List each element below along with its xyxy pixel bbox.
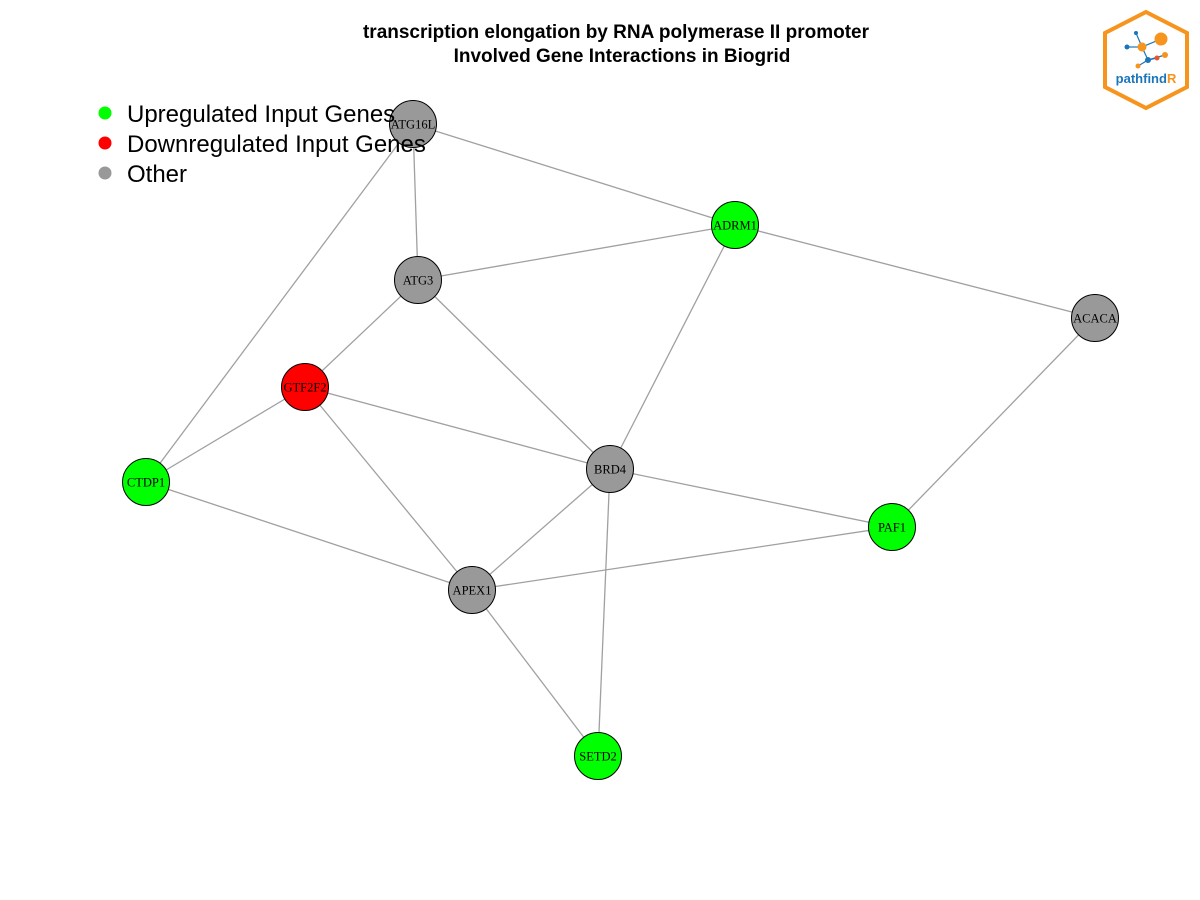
node-label-apex1: APEX1 — [453, 584, 492, 598]
edge-apex1-setd2 — [471, 589, 599, 757]
node-circle-setd2 — [574, 732, 622, 780]
legend-dot-up — [98, 106, 112, 120]
node-circle-atg16l1 — [389, 100, 437, 148]
legend: Upregulated Input Genes Downregulated In… — [98, 101, 426, 188]
node-circle-acaca — [1071, 294, 1119, 342]
node-label-brd4: BRD4 — [594, 463, 627, 477]
legend-item-other: Other — [98, 161, 187, 188]
logo-text: pathfindR — [1116, 71, 1177, 86]
node-paf1: PAF1 — [868, 503, 916, 551]
node-setd2: SETD2 — [574, 732, 622, 780]
node-circle-atg3 — [394, 256, 442, 304]
node-acaca: ACACA — [1071, 294, 1119, 342]
edge-brd4-setd2 — [597, 468, 611, 757]
edge-ctdp1-apex1 — [145, 481, 473, 591]
diagram-title-line2: Involved Gene Interactions in Biogrid — [454, 46, 791, 67]
node-adrm1: ADRM1 — [711, 201, 759, 249]
legend-label-up: Upregulated Input Genes — [127, 101, 395, 128]
legend-label-down: Downregulated Input Genes — [127, 131, 426, 158]
node-label-paf1: PAF1 — [878, 521, 906, 535]
edge-brd4-apex1 — [471, 468, 611, 591]
logo-text-accent: R — [1167, 71, 1177, 86]
logo-network-icon — [1124, 31, 1168, 69]
legend-item-down: Downregulated Input Genes — [98, 131, 426, 158]
edge-adrm1-brd4 — [609, 224, 736, 470]
node-label-atg3: ATG3 — [403, 274, 434, 288]
edge-adrm1-atg3 — [417, 224, 736, 281]
diagram-title-line1: transcription elongation by RNA polymera… — [363, 22, 870, 43]
node-label-acaca: ACACA — [1073, 312, 1117, 326]
edge-gtf2f2-ctdp1 — [145, 386, 306, 483]
node-label-setd2: SETD2 — [579, 750, 617, 764]
node-circle-brd4 — [586, 445, 634, 493]
node-label-atg16l1: ATG16L — [391, 118, 435, 132]
node-atg16l1: ATG16L — [389, 100, 437, 148]
edge-paf1-apex1 — [471, 526, 893, 591]
edge-atg3-brd4 — [417, 279, 611, 470]
node-atg3: ATG3 — [394, 256, 442, 304]
node-circle-adrm1 — [711, 201, 759, 249]
edge-gtf2f2-brd4 — [304, 386, 611, 470]
node-label-adrm1: ADRM1 — [713, 219, 757, 233]
legend-dot-other — [98, 166, 112, 180]
node-ctdp1: CTDP1 — [122, 458, 170, 506]
node-label-gtf2f2: GTF2F2 — [283, 381, 326, 395]
legend-label-other: Other — [127, 161, 187, 188]
node-circle-ctdp1 — [122, 458, 170, 506]
edge-adrm1-acaca — [734, 224, 1096, 319]
edge-gtf2f2-apex1 — [304, 386, 473, 591]
node-circle-paf1 — [868, 503, 916, 551]
node-gtf2f2: GTF2F2 — [281, 363, 329, 411]
pathfindr-logo: pathfindR — [1103, 9, 1189, 111]
node-circle-gtf2f2 — [281, 363, 329, 411]
logo-text-main: pathfind — [1116, 71, 1167, 86]
edge-atg16l1-adrm1 — [412, 123, 736, 226]
edge-brd4-paf1 — [609, 468, 893, 528]
legend-dot-down — [98, 136, 112, 150]
edge-atg3-gtf2f2 — [304, 279, 419, 388]
legend-item-up: Upregulated Input Genes — [98, 101, 395, 128]
node-apex1: APEX1 — [448, 566, 496, 614]
edge-acaca-paf1 — [891, 317, 1096, 528]
edge-atg16l1-atg3 — [412, 123, 419, 281]
node-brd4: BRD4 — [586, 445, 634, 493]
edge-atg16l1-ctdp1 — [145, 123, 414, 483]
node-circle-apex1 — [448, 566, 496, 614]
node-label-ctdp1: CTDP1 — [127, 476, 165, 490]
edges-layer — [145, 123, 1096, 757]
